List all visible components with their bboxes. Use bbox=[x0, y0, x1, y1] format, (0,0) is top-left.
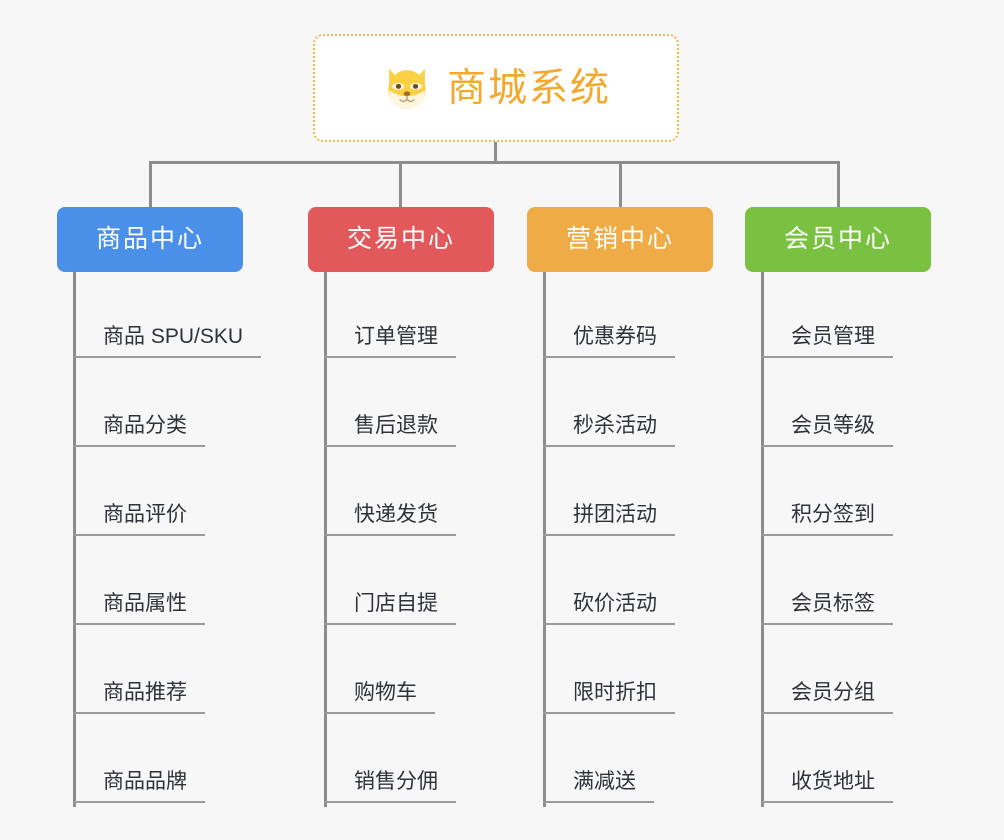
leaf-item[interactable]: 限时折扣 bbox=[543, 680, 675, 714]
leaf-label: 限时折扣 bbox=[573, 681, 657, 704]
category-label: 交易中心 bbox=[346, 225, 455, 253]
leaf-label: 秒杀活动 bbox=[573, 414, 657, 437]
leaf-item[interactable]: 满减送 bbox=[543, 769, 654, 803]
leaf-item[interactable]: 砍价活动 bbox=[543, 591, 675, 625]
leaf-label: 优惠券码 bbox=[573, 325, 657, 348]
leaf-item[interactable]: 商品属性 bbox=[73, 591, 205, 625]
leaf-label: 会员管理 bbox=[791, 325, 875, 348]
leaf-item[interactable]: 商品分类 bbox=[73, 413, 205, 447]
leaf-label: 积分签到 bbox=[791, 503, 875, 526]
leaf-item[interactable]: 快递发货 bbox=[324, 502, 456, 536]
branch-spine-1 bbox=[73, 272, 76, 807]
leaf-item[interactable]: 订单管理 bbox=[324, 324, 456, 358]
leaf-label: 会员标签 bbox=[791, 592, 875, 615]
leaf-label: 会员等级 bbox=[791, 414, 875, 437]
leaf-item[interactable]: 商品 SPU/SKU bbox=[73, 324, 262, 358]
leaf-label: 商品 SPU/SKU bbox=[103, 325, 244, 348]
connector-drop-1 bbox=[149, 161, 152, 207]
category-box-会员中心[interactable]: 会员中心 bbox=[745, 207, 931, 272]
branch-column-3: 营销中心 优惠券码 秒杀活动 拼团活动 砍价活动 限时折扣 满减送 bbox=[527, 207, 713, 807]
branch-spine-2 bbox=[324, 272, 327, 807]
leaf-item[interactable]: 收货地址 bbox=[761, 769, 893, 803]
category-label: 会员中心 bbox=[783, 225, 892, 253]
leaf-item[interactable]: 商品品牌 bbox=[73, 769, 205, 803]
leaf-label: 订单管理 bbox=[354, 325, 438, 348]
leaf-item[interactable]: 会员管理 bbox=[761, 324, 893, 358]
leaf-item[interactable]: 优惠券码 bbox=[543, 324, 675, 358]
leaf-label: 砍价活动 bbox=[573, 592, 657, 615]
leaf-item[interactable]: 会员标签 bbox=[761, 591, 893, 625]
category-label: 营销中心 bbox=[565, 225, 674, 253]
leaf-item[interactable]: 积分签到 bbox=[761, 502, 893, 536]
category-box-交易中心[interactable]: 交易中心 bbox=[308, 207, 494, 272]
leaf-label: 商品属性 bbox=[103, 592, 187, 615]
leaf-label: 销售分佣 bbox=[354, 770, 438, 793]
leaf-label: 商品推荐 bbox=[103, 681, 187, 704]
shiba-dog-icon bbox=[388, 68, 426, 110]
leaf-label: 售后退款 bbox=[354, 414, 438, 437]
leaf-item[interactable]: 售后退款 bbox=[324, 413, 456, 447]
root-node[interactable]: 商城系统 bbox=[313, 34, 679, 142]
leaf-label: 商品评价 bbox=[103, 503, 187, 526]
leaf-label: 会员分组 bbox=[791, 681, 875, 704]
leaf-item[interactable]: 会员分组 bbox=[761, 680, 893, 714]
category-box-营销中心[interactable]: 营销中心 bbox=[527, 207, 713, 272]
branch-column-4: 会员中心 会员管理 会员等级 积分签到 会员标签 会员分组 收货地址 bbox=[745, 207, 931, 807]
branch-column-1: 商品中心 商品 SPU/SKU 商品分类 商品评价 商品属性 商品推荐 商品品牌 bbox=[57, 207, 262, 807]
branch-spine-3 bbox=[543, 272, 546, 807]
leaf-label: 商品品牌 bbox=[103, 770, 187, 793]
branch-column-2: 交易中心 订单管理 售后退款 快递发货 门店自提 购物车 销售分佣 bbox=[308, 207, 494, 807]
leaf-label: 购物车 bbox=[354, 681, 417, 704]
leaf-label: 收货地址 bbox=[791, 770, 875, 793]
leaf-item[interactable]: 会员等级 bbox=[761, 413, 893, 447]
leaf-item[interactable]: 购物车 bbox=[324, 680, 435, 714]
leaf-label: 商品分类 bbox=[103, 414, 187, 437]
leaf-label: 快递发货 bbox=[354, 503, 438, 526]
leaf-item[interactable]: 门店自提 bbox=[324, 591, 456, 625]
leaf-item[interactable]: 商品推荐 bbox=[73, 680, 205, 714]
root-title: 商城系统 bbox=[446, 66, 611, 110]
category-box-商品中心[interactable]: 商品中心 bbox=[57, 207, 243, 272]
leaf-label: 满减送 bbox=[573, 770, 636, 793]
leaf-label: 拼团活动 bbox=[573, 503, 657, 526]
connector-root-stem bbox=[494, 142, 497, 164]
leaf-item[interactable]: 销售分佣 bbox=[324, 769, 456, 803]
leaf-item[interactable]: 秒杀活动 bbox=[543, 413, 675, 447]
connector-drop-2 bbox=[399, 161, 402, 207]
leaf-item[interactable]: 商品评价 bbox=[73, 502, 205, 536]
leaf-label: 门店自提 bbox=[354, 592, 438, 615]
connector-drop-3 bbox=[619, 161, 622, 207]
category-label: 商品中心 bbox=[95, 225, 204, 253]
branch-spine-4 bbox=[761, 272, 764, 807]
connector-drop-4 bbox=[837, 161, 840, 207]
leaf-item[interactable]: 拼团活动 bbox=[543, 502, 675, 536]
connector-horizontal-bus bbox=[150, 161, 840, 164]
